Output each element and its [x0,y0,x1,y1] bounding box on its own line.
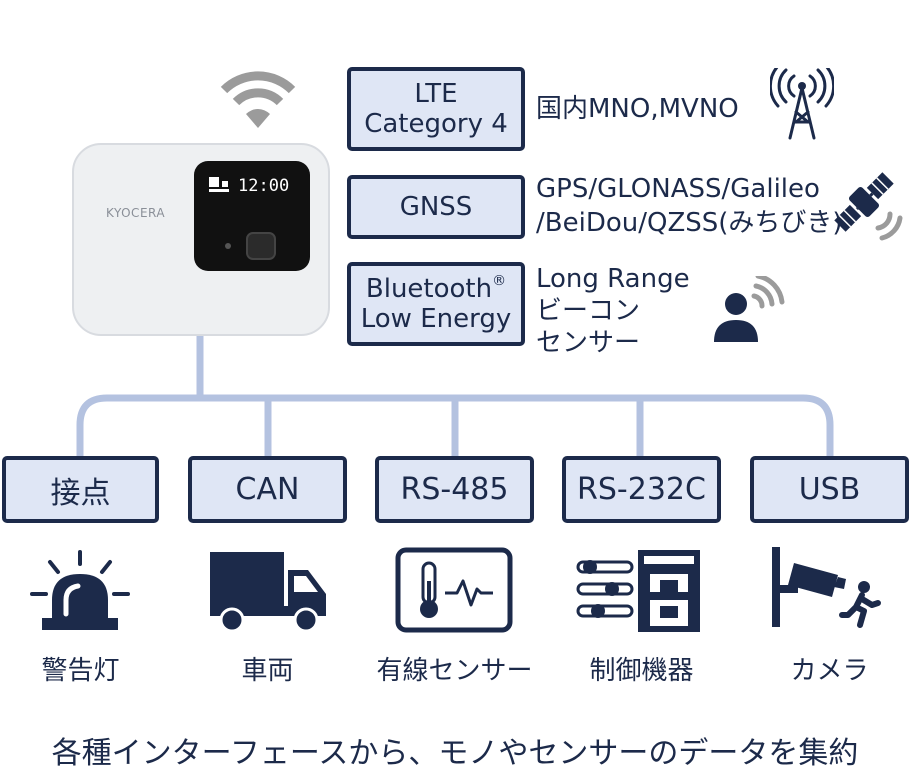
device-label-warning-light: 警告灯 [41,656,120,686]
device-label-wired-sensor: 有線センサー [376,656,533,686]
interface-rs232c: RS-232C [562,456,721,523]
feature-desc-bluetooth-line3: センサー [536,328,641,358]
feature-desc-gnss-line2: /BeiDou/QZSS(みちびき) [536,208,843,238]
feature-box-gnss-line1: GNSS [399,192,473,222]
diagram-caption: 各種インターフェースから、モノやセンサーのデータを集約 [51,736,859,771]
antenna-tower-icon [770,68,834,140]
device-brand-logo: KYOCERA [106,206,166,220]
feature-desc-gnss: GPS/GLONASS/Galileo /BeiDou/QZSS(みちびき) [536,172,843,240]
feature-box-gnss: GNSS [347,175,525,239]
wifi-icon [220,71,296,128]
device-label-camera: カメラ [790,656,869,686]
interface-usb-label: USB [798,472,861,507]
thermometer-sensor-icon [395,547,513,633]
feature-desc-lte: 国内MNO,MVNO [536,93,739,125]
warning-light-icon [30,550,130,630]
feature-desc-bluetooth: Long Range ビーコン センサー [536,263,690,359]
feature-box-bluetooth: Bluetooth® Low Energy [347,262,525,346]
interface-contact: 接点 [2,456,159,523]
feature-box-lte-line2: Category 4 [364,109,508,139]
feature-box-lte: LTE Category 4 [347,67,525,151]
interface-rs485: RS-485 [375,456,534,523]
interface-can-label: CAN [235,472,300,507]
router-device: 12:00 KYOCERA [72,143,330,336]
device-label-control-equipment: 制御機器 [589,656,694,686]
device-clock: 12:00 [238,176,290,196]
interface-contact-label: 接点 [50,475,111,511]
feature-box-bluetooth-line1-wrap: Bluetooth® [366,274,506,304]
interface-rs232c-label: RS-232C [577,472,706,507]
device-label-vehicle: 車両 [241,656,294,686]
person-signal-icon [714,276,785,342]
feature-box-bluetooth-line2: Low Energy [360,304,512,334]
security-camera-icon [772,547,881,628]
truck-icon [210,552,326,633]
interface-rs485-label: RS-485 [400,472,509,507]
registered-mark: ® [492,273,507,289]
feature-desc-lte-line: 国内MNO,MVNO [536,94,739,124]
feature-desc-bluetooth-line1: Long Range [536,264,690,294]
feature-box-lte-line1: LTE [414,79,458,109]
interface-can: CAN [188,456,347,523]
feature-box-bluetooth-line1: Bluetooth [365,274,493,304]
feature-desc-gnss-line1: GPS/GLONASS/Galileo [536,174,820,204]
control-equipment-icon [576,550,700,632]
interface-usb: USB [750,456,909,523]
feature-desc-bluetooth-line2: ビーコン [536,296,641,326]
satellite-icon [834,172,903,241]
